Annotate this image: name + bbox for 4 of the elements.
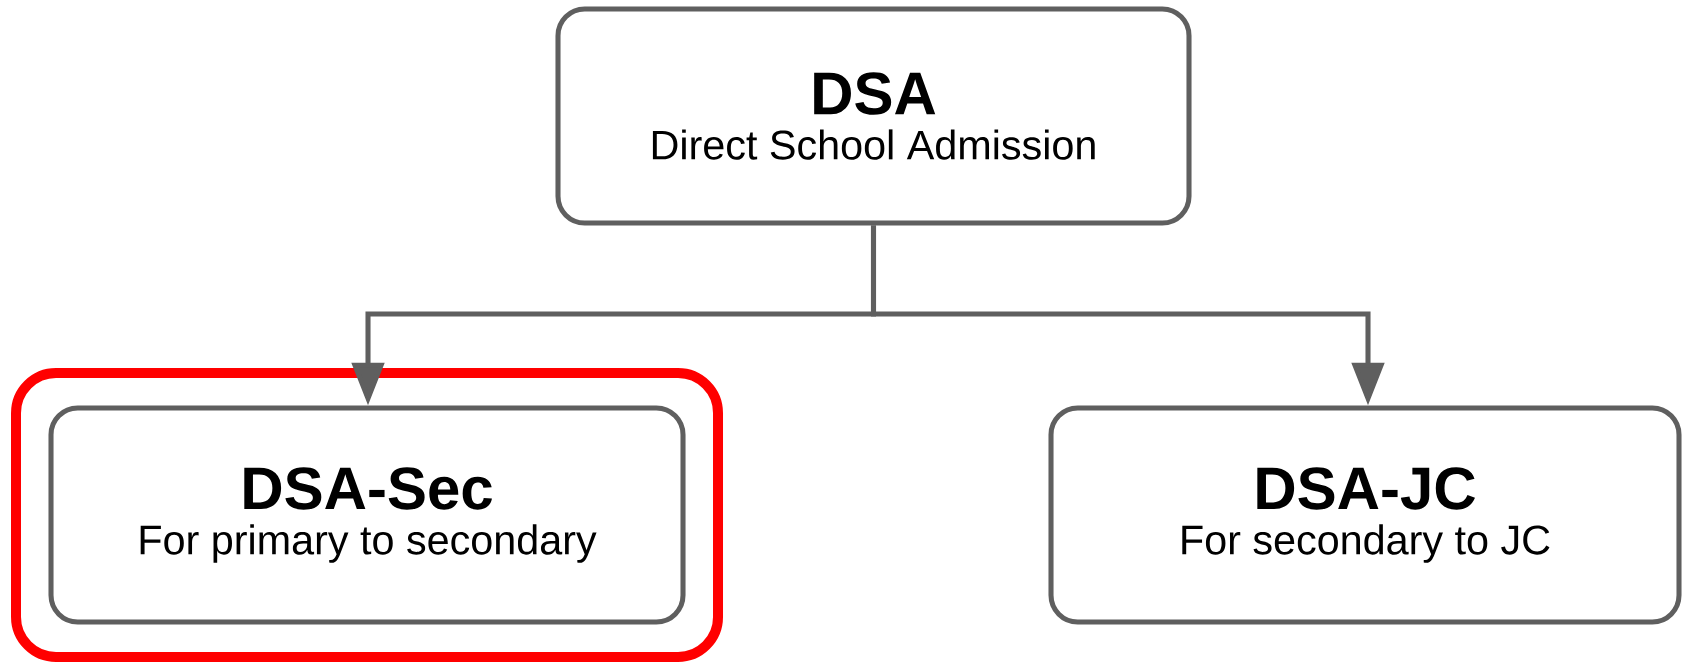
process-box: DSA-JC For secondary to JC <box>1048 405 1682 625</box>
process-box: DSA Direct School Admission <box>555 6 1192 226</box>
highlight-frame <box>11 368 723 662</box>
process-box: DSA-Sec For primary to secondary <box>48 405 686 625</box>
